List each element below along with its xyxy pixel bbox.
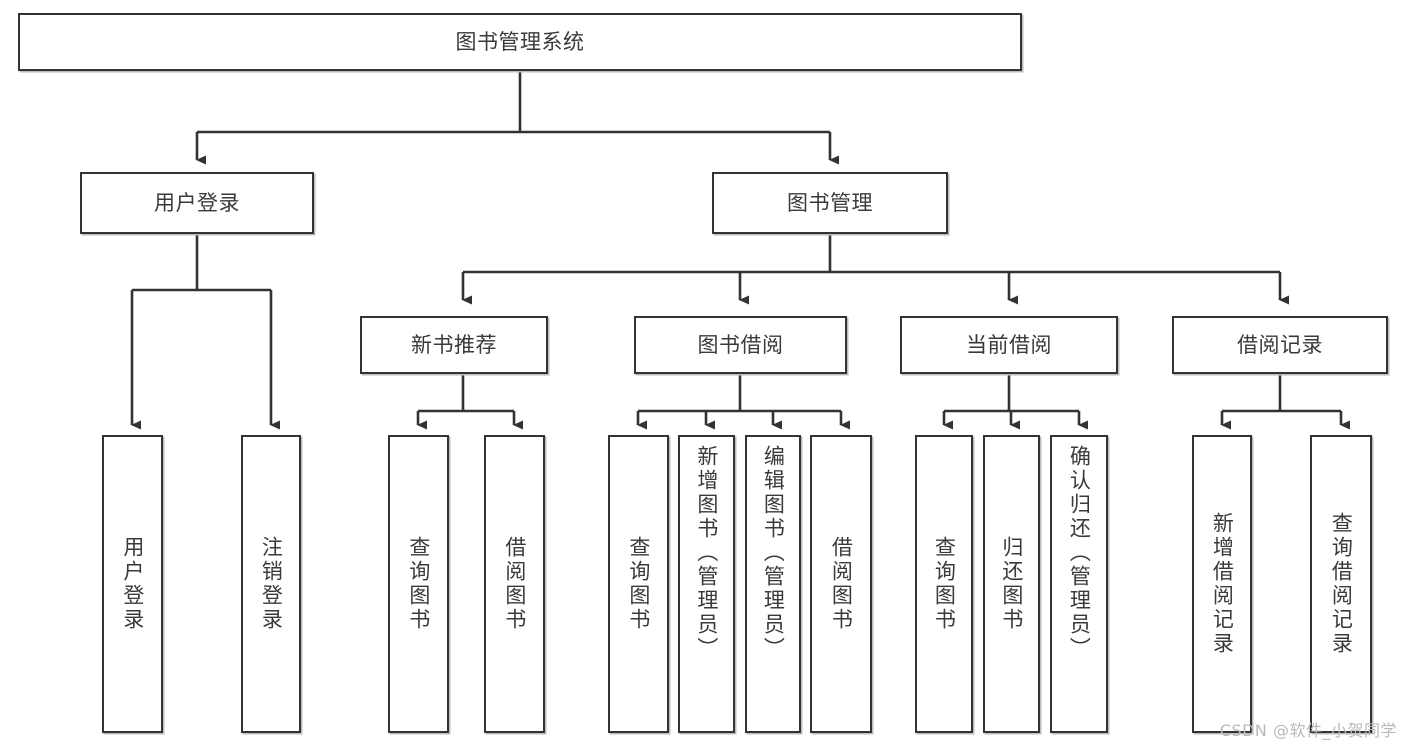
node-label: 编辑图书（管理员） — [761, 445, 786, 661]
node-label: 借阅图书 — [829, 536, 854, 632]
node-label: 归还图书 — [999, 536, 1024, 632]
node-label: 用户登录 — [120, 536, 145, 632]
node-label: 用户登录 — [154, 190, 240, 215]
leaf-add-borrow-record[interactable]: 新增借阅记录 — [1192, 435, 1252, 733]
leaf-query-borrow-record[interactable]: 查询借阅记录 — [1310, 435, 1372, 733]
node-label: 查询图书 — [406, 536, 431, 632]
leaf-query-book-borrow[interactable]: 查询图书 — [608, 435, 669, 733]
leaf-add-book-admin[interactable]: 新增图书（管理员） — [678, 435, 735, 733]
node-new-book-recommend[interactable]: 新书推荐 — [360, 316, 548, 374]
node-label: 借阅记录 — [1237, 332, 1323, 357]
node-book-borrow[interactable]: 图书借阅 — [634, 316, 847, 374]
node-label: 新增图书（管理员） — [694, 445, 719, 661]
node-label: 图书借阅 — [697, 332, 784, 357]
csdn-watermark: CSDN @软件_小贺同学 — [1219, 721, 1397, 740]
node-root-system[interactable]: 图书管理系统 — [18, 13, 1022, 71]
node-label: 借阅图书 — [502, 536, 527, 632]
node-label: 新书推荐 — [411, 332, 497, 357]
leaf-logout[interactable]: 注销登录 — [241, 435, 301, 733]
node-label: 注销登录 — [259, 536, 284, 632]
leaf-query-book-recommend[interactable]: 查询图书 — [388, 435, 449, 733]
leaf-borrow-book[interactable]: 借阅图书 — [810, 435, 872, 733]
leaf-edit-book-admin[interactable]: 编辑图书（管理员） — [745, 435, 801, 733]
leaf-return-book[interactable]: 归还图书 — [983, 435, 1040, 733]
node-book-management[interactable]: 图书管理 — [712, 172, 948, 234]
node-label: 查询图书 — [626, 536, 651, 632]
node-label: 图书管理 — [787, 190, 873, 215]
leaf-user-login[interactable]: 用户登录 — [102, 435, 163, 733]
node-label: 确认归还（管理员） — [1067, 445, 1092, 661]
node-label: 查询图书 — [932, 536, 957, 632]
node-label: 图书管理系统 — [455, 29, 585, 54]
node-label: 查询借阅记录 — [1329, 512, 1354, 656]
leaf-confirm-return-admin[interactable]: 确认归还（管理员） — [1050, 435, 1108, 733]
node-current-borrow[interactable]: 当前借阅 — [900, 316, 1118, 374]
node-label: 新增借阅记录 — [1210, 512, 1235, 656]
leaf-query-book-current[interactable]: 查询图书 — [915, 435, 973, 733]
node-borrow-record[interactable]: 借阅记录 — [1172, 316, 1388, 374]
leaf-borrow-book-recommend[interactable]: 借阅图书 — [484, 435, 545, 733]
node-user-login[interactable]: 用户登录 — [80, 172, 314, 234]
node-label: 当前借阅 — [966, 332, 1052, 357]
